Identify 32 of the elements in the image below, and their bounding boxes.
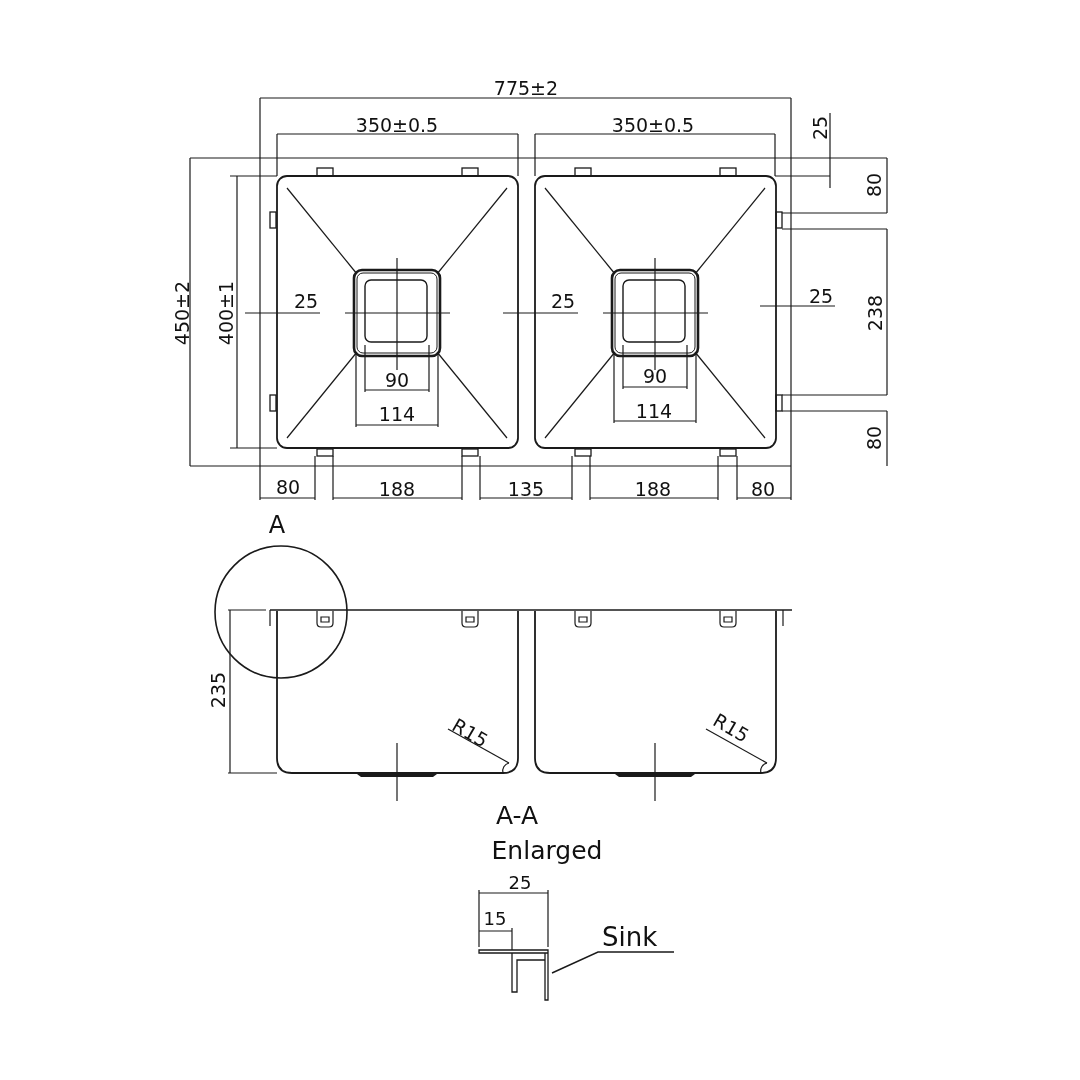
dimension-value: 25	[808, 286, 834, 306]
section-label: A	[268, 513, 286, 537]
dimension-value: 25	[550, 291, 576, 311]
dimension-value: 400±1	[216, 280, 236, 346]
dimension-value: 90	[642, 366, 668, 386]
rim-profile-drawing	[476, 946, 552, 1004]
dimension-value: 188	[634, 479, 672, 499]
dimension-value: 235	[208, 671, 228, 709]
section-title: A-A	[495, 802, 539, 828]
dimension-value: 90	[384, 370, 410, 390]
dimension-value: 80	[864, 425, 884, 451]
dimension-value: 114	[635, 401, 673, 421]
dimension-value: 80	[275, 477, 301, 497]
dimension-value: 188	[378, 479, 416, 499]
dimension-value: 238	[865, 294, 885, 332]
radius-label: R15	[449, 715, 491, 751]
dimension-value: 450±2	[172, 280, 192, 346]
dimension-value: 80	[864, 172, 884, 198]
leader-line	[551, 951, 675, 974]
part-name: Sink	[598, 924, 674, 952]
dimension-value: 80	[750, 479, 776, 499]
dimension-value: 775±2	[493, 78, 559, 98]
radius-label: R15	[710, 710, 752, 746]
dimension-value: 135	[507, 479, 545, 499]
dimension-value: 114	[378, 404, 416, 424]
section-note: Enlarged	[491, 837, 603, 863]
dimension-value: 350±0.5	[355, 115, 439, 135]
dimension-value: 350±0.5	[611, 115, 695, 135]
dimension-value: 25	[508, 874, 532, 892]
dimension-value: 15	[483, 910, 507, 928]
dimension-value: 25	[293, 291, 319, 311]
dimension-value: 25	[810, 115, 830, 141]
